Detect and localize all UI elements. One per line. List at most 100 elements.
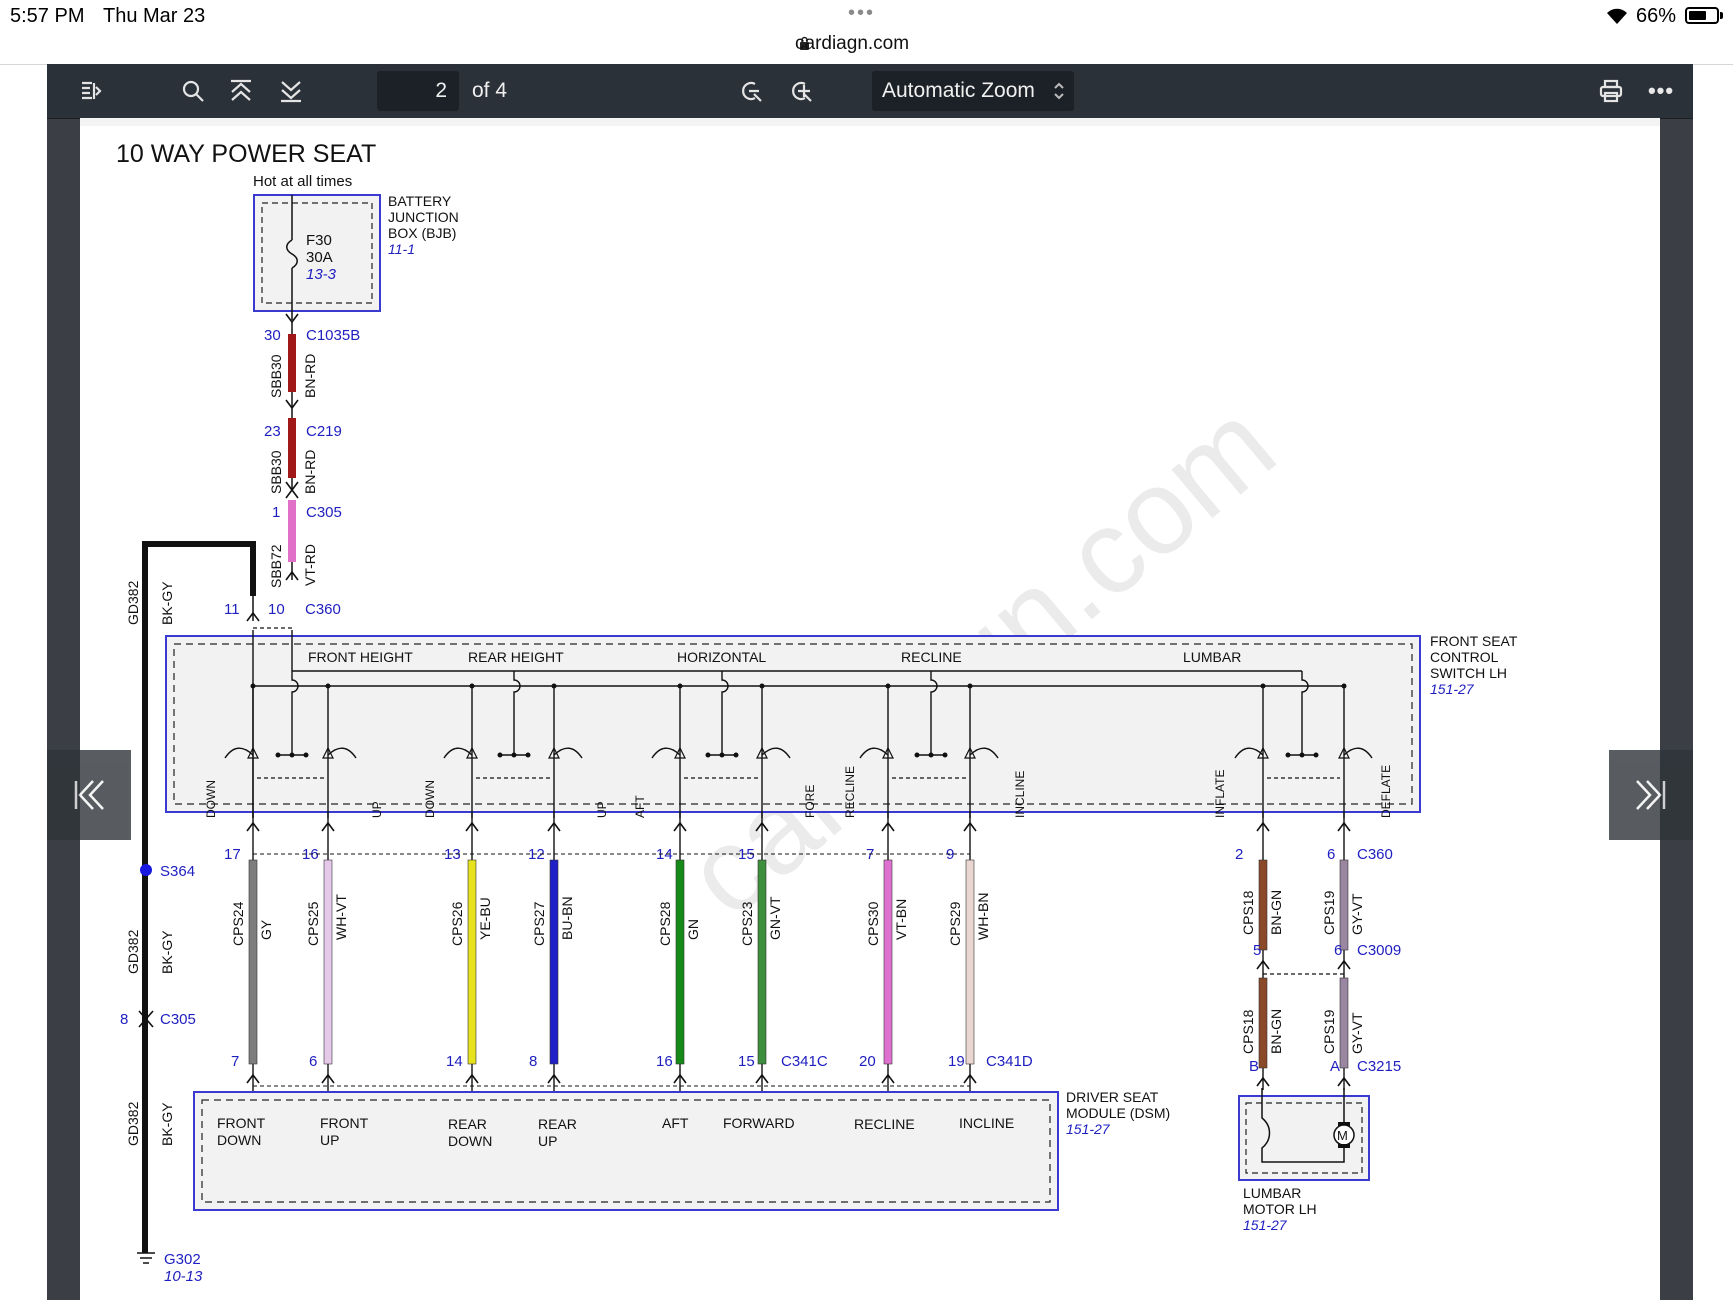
connector-arrow (321, 1073, 335, 1084)
bjb-ref: 11-1 (388, 241, 415, 257)
connector-arrow (547, 821, 561, 832)
feed-color-b: BN-RD (302, 450, 318, 494)
connector-arrow (1256, 959, 1270, 970)
dsm-label-front-down-1: FRONT (217, 1115, 266, 1131)
feed-circuit-sbb72: SBB72 (268, 544, 284, 588)
group-front-height: FRONT HEIGHT (308, 649, 413, 665)
dsm-name-2: MODULE (DSM) (1066, 1105, 1170, 1121)
dsm-pin: 20 (859, 1053, 876, 1070)
lumbar-color-lower: GY-VT (1349, 1012, 1365, 1054)
feed-conn-c305: C305 (306, 504, 342, 521)
dsm-label-incline: INCLINE (959, 1115, 1014, 1131)
front-seat-control-switch: FRONT SEAT CONTROL SWITCH LH 151-27 FRON… (165, 630, 1518, 818)
wire-cps25 (323, 859, 333, 1065)
pdf-toolbar: 2 of 4 Automatic Zoom ••• (47, 64, 1693, 119)
next-page-overlay-button[interactable] (1609, 750, 1693, 840)
switch-pivot (674, 746, 686, 759)
connector-arrow (1337, 821, 1351, 832)
ground-circuit: GD382 BK-GY GD382 BK-GY GD382 BK-GY S364… (120, 541, 260, 1285)
lumbar-conn-c3009: C3009 (1357, 942, 1401, 959)
lumbar-pin-top: 2 (1235, 846, 1243, 863)
switch-name-3: SWITCH LH (1430, 665, 1507, 681)
pos-down-1: DOWN (204, 780, 218, 818)
wire-color: GN-VT (767, 896, 783, 940)
switch-pin: 14 (656, 846, 673, 863)
chevron-down-double-icon (281, 81, 301, 103)
zoom-out-button[interactable] (730, 64, 774, 118)
bjb-name-1: BATTERY (388, 193, 452, 209)
feed-color-vt-rd: VT-RD (302, 544, 318, 586)
feed-circuit-sbb30-a: SBB30 (268, 354, 284, 398)
wire-color: GN (685, 919, 701, 940)
switch-pivot (247, 746, 259, 759)
connector-arrow (963, 821, 977, 832)
zoom-in-button[interactable] (780, 64, 824, 118)
lumbar-wire-lower (1339, 977, 1349, 1069)
find-button[interactable] (171, 64, 215, 118)
more-icon: ••• (1647, 78, 1675, 103)
dsm-ref: 151-27 (1066, 1121, 1111, 1137)
page-number-input[interactable]: 2 (377, 71, 459, 111)
junction-dot (967, 683, 973, 689)
switch-pivot (1338, 746, 1350, 759)
wire-circuit: CPS28 (657, 901, 673, 946)
dsm-pin: 19 (948, 1053, 965, 1070)
lumbar-circuit-lower: CPS19 (1321, 1009, 1337, 1054)
lumbar-wire-lower (1258, 977, 1268, 1069)
switch-ref: 151-27 (1430, 681, 1475, 697)
switch-pin: 9 (946, 846, 954, 863)
zoom-select-value: Automatic Zoom (882, 79, 1035, 102)
connector-arrow (881, 821, 895, 832)
junction-dot (1341, 683, 1347, 689)
conn-c341c: C341C (781, 1053, 828, 1070)
wire-cps28 (675, 859, 685, 1065)
battery-junction-box: F30 30A 13-3 BATTERY JUNCTION BOX (BJB) … (253, 193, 459, 320)
print-button[interactable] (1589, 64, 1633, 118)
wire-circuit: CPS25 (305, 901, 321, 946)
search-icon (182, 80, 204, 102)
connector-arrow (465, 1073, 479, 1084)
switch-feed-tap (1301, 671, 1309, 755)
switch-name-1: FRONT SEAT (1430, 633, 1518, 649)
motor-symbol: M (1337, 1128, 1348, 1143)
switch-pivot (964, 746, 976, 759)
connector-arrow (881, 1073, 895, 1084)
feed-conn-c1035b: C1035B (306, 327, 360, 344)
dsm-label-rear-up-1: REAR (538, 1116, 577, 1132)
ground-point-ref: 10-13 (164, 1268, 203, 1285)
group-rear-height: REAR HEIGHT (468, 649, 564, 665)
connector-arrow (1337, 959, 1351, 970)
zoom-select[interactable]: Automatic Zoom (872, 71, 1074, 111)
fuse-ref: 13-3 (306, 266, 337, 283)
ground-point-label: G302 (164, 1251, 201, 1268)
wire-color: GY (258, 919, 274, 940)
pos-up-1: UP (370, 801, 384, 818)
feed-circuit-sbb30-b: SBB30 (268, 450, 284, 494)
previous-page-overlay-button[interactable] (47, 750, 131, 840)
address-url[interactable]: cardiagn.com (795, 33, 910, 54)
ground-circuit-label-3: GD382 (125, 1101, 141, 1146)
more-tools-button[interactable]: ••• (1639, 64, 1683, 118)
lumbar-conn-c360: C360 (1357, 846, 1393, 863)
wire-circuit: CPS30 (865, 901, 881, 946)
wire-color: VT-BN (893, 899, 909, 940)
previous-page-button[interactable] (219, 64, 263, 118)
splice-label: S364 (160, 863, 195, 880)
wire-color: BU-BN (559, 896, 575, 940)
dsm-label-rear-down-1: REAR (448, 1116, 487, 1132)
dsm-pin: 7 (231, 1053, 239, 1070)
zoom-out-icon (742, 81, 762, 102)
wire-cps24 (248, 859, 258, 1065)
sidebar-toggle-button[interactable] (69, 64, 113, 118)
switch-pivot (882, 746, 894, 759)
lumbar-pin-mid: 6 (1334, 942, 1342, 959)
dsm-label-front-up-2: UP (320, 1132, 339, 1148)
group-recline: RECLINE (901, 649, 962, 665)
feed-pin-1: 1 (272, 504, 280, 521)
ground-color-label-2: BK-GY (159, 930, 175, 974)
lumbar-motor: M LUMBAR MOTOR LH 151-27 (1238, 1088, 1370, 1233)
next-page-button[interactable] (269, 64, 313, 118)
multitasking-dots-icon[interactable]: ••• (848, 2, 876, 24)
c360-pin-11: 11 (224, 601, 240, 618)
diagram-title: 10 WAY POWER SEAT (116, 140, 376, 168)
